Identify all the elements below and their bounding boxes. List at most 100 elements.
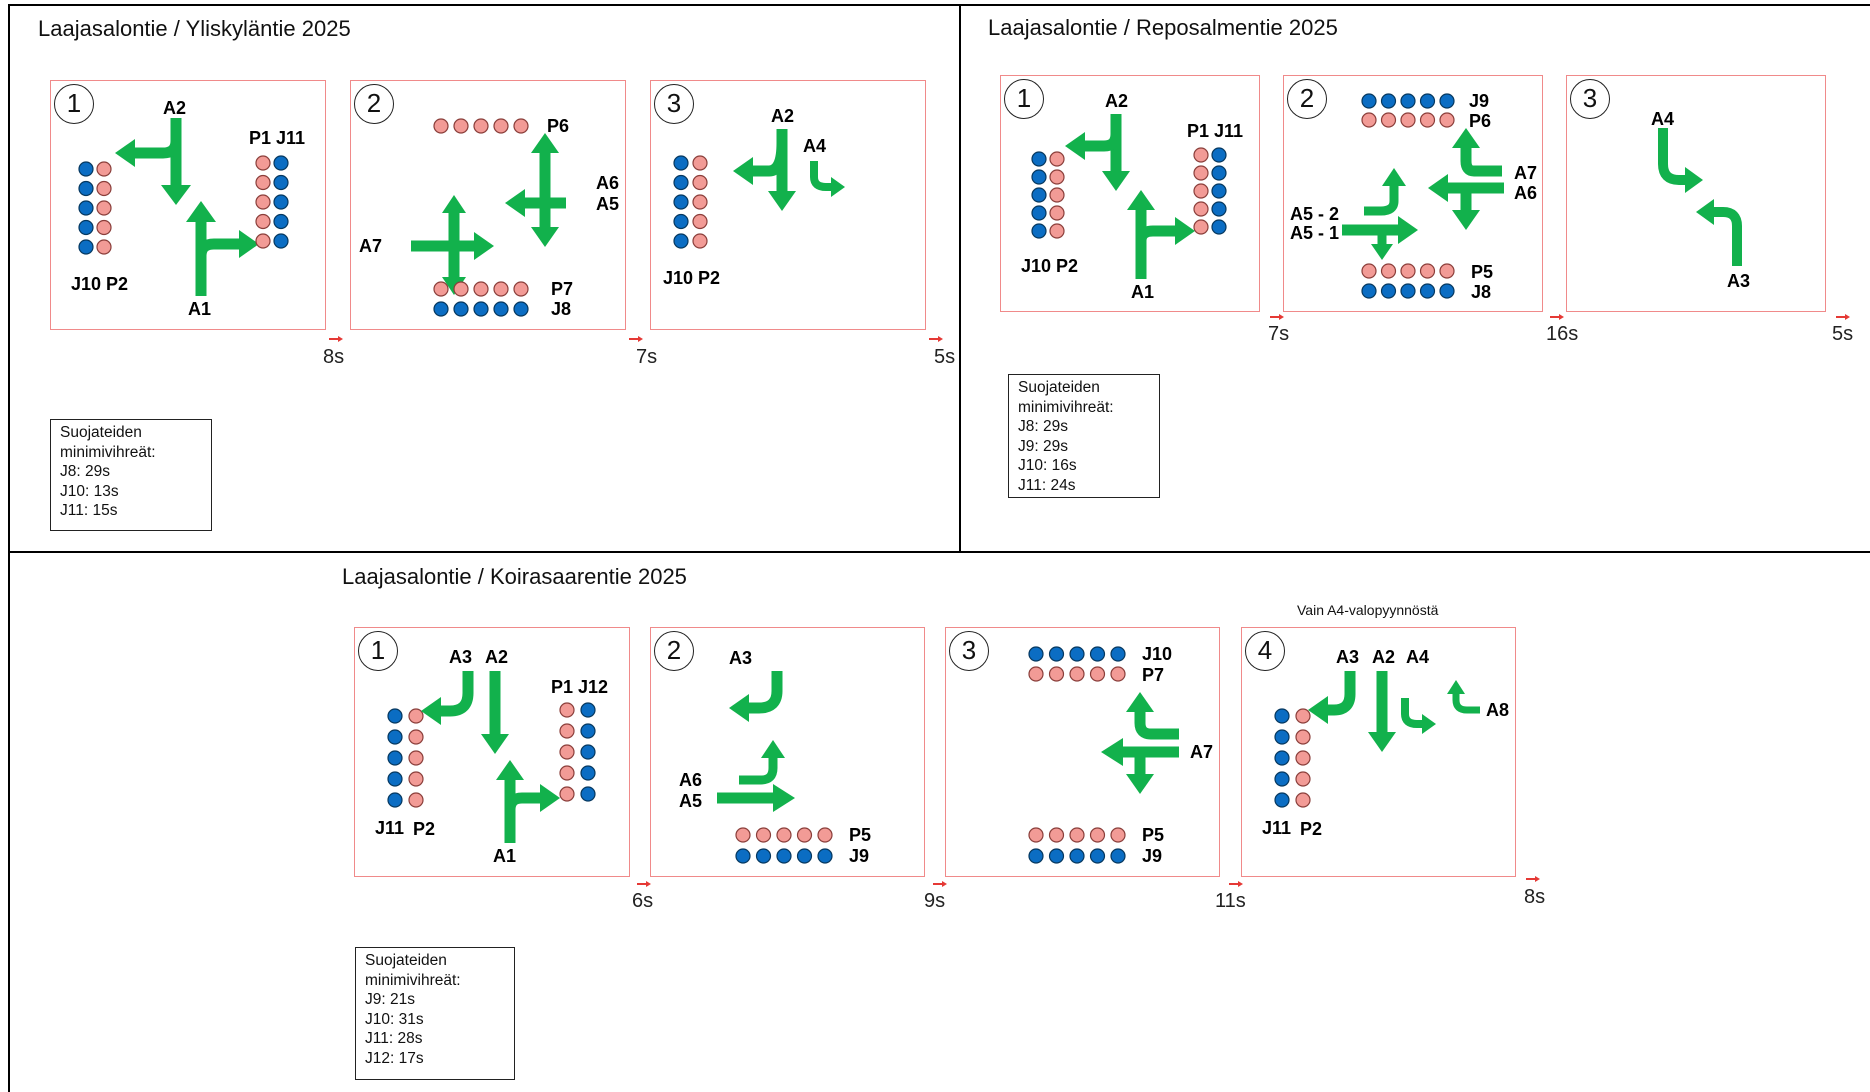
arrow-a8-head-up [1447, 680, 1465, 694]
arrow-a2-left [751, 142, 788, 177]
arrow-a3-left [747, 671, 783, 714]
section-title: Laajasalontie / Reposalmentie 2025 [988, 15, 1338, 40]
ped-signal-dot [78, 219, 94, 236]
ped-dots-j11-p2 [387, 708, 424, 808]
section-divider-horizontal [8, 551, 1870, 553]
ped-dots-j10-p2 [78, 161, 112, 255]
label-j11: J11 [1262, 818, 1292, 838]
label-j9: J9 [1142, 846, 1163, 866]
ped-signal-dot [1439, 93, 1455, 109]
note-heading-line2: minimivihreät: [365, 971, 461, 989]
ped-signal-dot [513, 118, 529, 134]
label-p5: P5 [1142, 825, 1165, 845]
label-a4: A4 [1651, 109, 1675, 129]
ped-signal-dot [1193, 201, 1209, 217]
label-p6: P6 [547, 116, 570, 136]
ped-signal-dot [559, 786, 575, 802]
ped-signal-dot [735, 848, 751, 864]
arrow-a2-left [133, 140, 182, 159]
ped-signal-dot [1028, 848, 1044, 864]
ped-signal-dot [1380, 93, 1397, 109]
ped-signal-dot [78, 200, 94, 216]
ped-signal-dot [273, 155, 289, 171]
arrow-a2-head-down [1368, 732, 1396, 752]
phase-number: 3 [1570, 79, 1610, 119]
phase-number: 3 [654, 84, 694, 124]
ped-signal-dot [387, 729, 403, 745]
arrow-a4-head-right [831, 177, 845, 197]
label-a3: A3 [729, 648, 753, 668]
label-a7: A7 [1514, 163, 1538, 183]
ped-signal-dot [1031, 151, 1047, 167]
ped-signal-dot [408, 792, 424, 808]
ped-signal-dot [776, 848, 792, 864]
label-p7: P7 [1142, 665, 1165, 685]
ped-signal-dot [1193, 219, 1209, 235]
ped-signal-dot [580, 702, 596, 718]
ped-signal-dot [580, 723, 596, 739]
ped-signal-dot [1048, 646, 1065, 662]
arrow-a1-right [504, 792, 542, 811]
label-j8: J8 [1471, 282, 1492, 302]
label-p2: P2 [413, 819, 436, 839]
label-a5-2: A5 - 2 [1290, 204, 1340, 224]
note-heading-line2: minimivihreät: [1018, 398, 1114, 416]
ped-dots-j9 [1361, 93, 1455, 109]
arrow-a6-head-down [1452, 210, 1480, 230]
label-a5: A5 [596, 194, 620, 214]
time-tick [637, 881, 651, 887]
phase-duration: 8s [1524, 886, 1546, 908]
ped-signal-dot [673, 174, 689, 191]
ped-signal-dot [273, 233, 289, 249]
ped-signal-dot [1031, 205, 1047, 221]
label-a5: A5 [679, 791, 703, 811]
ped-signal-dot [1089, 666, 1106, 682]
label-p1-j12: P1 J12 [551, 677, 609, 697]
arrow-a4-head-right [1685, 167, 1703, 193]
ped-signal-dot [255, 194, 271, 210]
arrow-a2-group [115, 118, 259, 296]
ped-signal-dot [1048, 848, 1065, 864]
ped-signal-dot [692, 213, 708, 230]
label-a6: A6 [596, 173, 620, 193]
ped-signal-dot [1295, 729, 1311, 745]
arrow-a7-up [1460, 146, 1502, 177]
ped-signal-dot [433, 301, 449, 317]
ped-signal-dot [1089, 848, 1106, 864]
ped-dots-j9 [1028, 848, 1126, 864]
ped-signal-dot [255, 213, 271, 230]
arrow-a6-head-up [531, 133, 559, 153]
ped-signal-dot [776, 827, 792, 843]
label-a2: A2 [1372, 647, 1396, 667]
ped-dots-p7 [433, 281, 529, 297]
label-a3: A3 [1336, 647, 1360, 667]
arrow-a5-1-head-down [1371, 244, 1393, 260]
ped-signal-dot [1193, 183, 1209, 199]
arrow-a5-2-head-up [1382, 168, 1406, 186]
ped-signal-dot [1274, 750, 1290, 766]
phase-diagram [1031, 114, 1227, 279]
ped-signal-dot [796, 827, 813, 843]
arrow-a1-head-right [1175, 217, 1195, 245]
ped-signal-dot [1400, 112, 1416, 128]
phase-panel: 3 A2 A4 J10 P2 [650, 80, 926, 330]
ped-signal-dot [559, 765, 575, 781]
ped-signal-dot [387, 750, 403, 766]
ped-signal-dot [1380, 263, 1397, 279]
ped-signal-dot [1193, 165, 1209, 181]
ped-signal-dot [1049, 151, 1065, 167]
label-a7: A7 [359, 236, 383, 256]
label-j10-p2: J10 P2 [71, 274, 129, 294]
ped-dots-j10-p2 [1031, 151, 1065, 239]
label-a4: A4 [1406, 647, 1430, 667]
note-item: J10: 31s [365, 1010, 424, 1028]
ped-signal-dot [692, 155, 708, 171]
label-j10-p2: J10 P2 [663, 268, 721, 288]
ped-signal-dot [408, 729, 424, 745]
ped-signal-dot [433, 281, 449, 297]
phase-diagram [411, 118, 566, 317]
arrow-a5-head-right [773, 784, 795, 812]
note-item: J8: 29s [1018, 418, 1068, 435]
arrow-a7-up [1134, 710, 1179, 740]
label-a7: A7 [1190, 742, 1214, 762]
